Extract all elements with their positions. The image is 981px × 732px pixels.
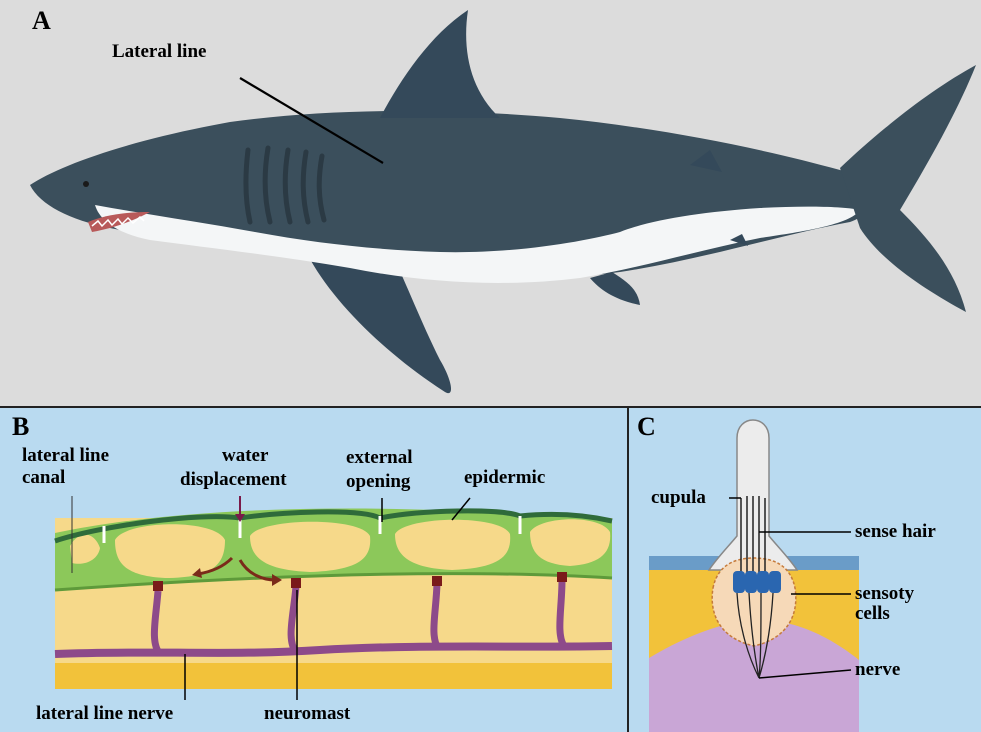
sense-hair-label: sense hair xyxy=(855,522,936,541)
panel-b-canal: B lateral line canal water displacement … xyxy=(0,408,627,732)
neuromast-4 xyxy=(557,572,567,582)
shark-tail xyxy=(840,65,976,312)
panel-a-shark: A Lateral line xyxy=(0,0,981,407)
sensory-cell-2 xyxy=(745,571,757,593)
panel-b-letter: B xyxy=(12,414,29,440)
neuromast-3 xyxy=(432,576,442,586)
neuromast-diagram xyxy=(629,408,981,732)
lateral-line-label: Lateral line xyxy=(112,42,206,61)
neuromast-2 xyxy=(291,578,301,588)
water-displacement-label-2: displacement xyxy=(180,470,287,489)
neuromast-1 xyxy=(153,581,163,591)
shark-eye xyxy=(83,181,89,187)
external-opening-label-1: external xyxy=(346,448,412,467)
panel-c-neuromast: C cupula sense hair sensoty cells nerve xyxy=(629,408,981,732)
epidermic-label: epidermic xyxy=(464,468,545,487)
sensory-cell-3 xyxy=(757,571,769,593)
external-opening-label-2: opening xyxy=(346,472,410,491)
nerve-label: nerve xyxy=(855,660,900,679)
panel-a-letter: A xyxy=(32,8,51,34)
neuromast-label: neuromast xyxy=(264,704,350,723)
sensory-cells-label-1: sensoty xyxy=(855,584,914,603)
water-displacement-label-1: water xyxy=(222,446,268,465)
cupula-label: cupula xyxy=(651,488,706,507)
deep-tissue-band xyxy=(55,663,612,689)
shark-dorsal-fin xyxy=(380,10,500,118)
sensory-cells-label-2: cells xyxy=(855,604,890,623)
lateral-line-canal-label-2: canal xyxy=(22,468,65,487)
panel-c-letter: C xyxy=(637,414,656,440)
sensory-cell-1 xyxy=(733,571,745,593)
lateral-line-nerve-label: lateral line nerve xyxy=(36,704,173,723)
shark-pelvic-fin xyxy=(590,272,640,305)
lateral-line-canal-label-1: lateral line xyxy=(22,446,109,465)
sensory-cell-4 xyxy=(769,571,781,593)
